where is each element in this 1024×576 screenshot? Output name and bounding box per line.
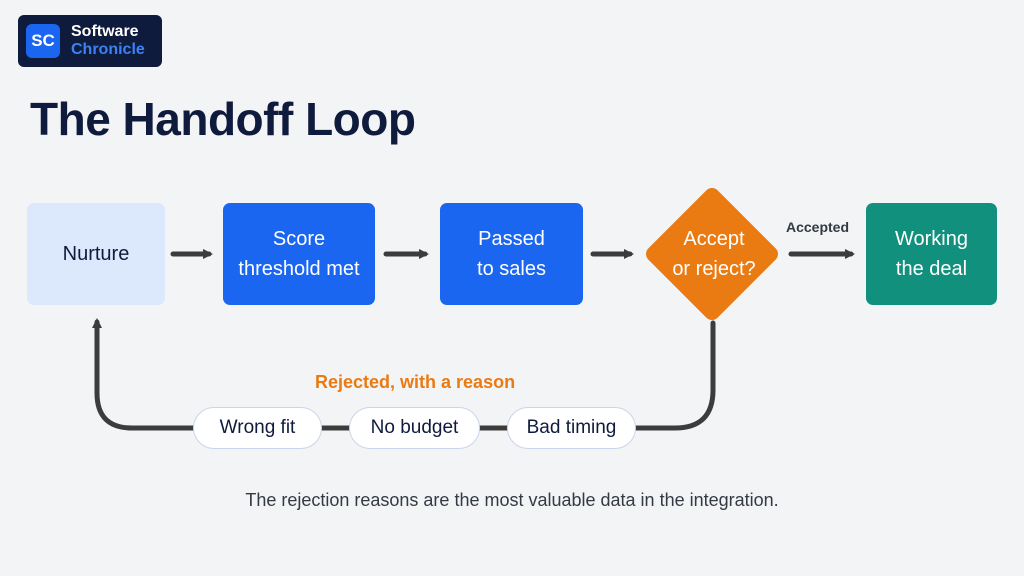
logo-text-software: Software — [71, 23, 139, 40]
node-decision-label: Accept or reject? — [672, 228, 756, 280]
reason-pill-bad-timing: Bad timing — [507, 407, 636, 449]
edge-label-accepted: Accepted — [786, 219, 850, 235]
edge-label-rejected: Rejected, with a reason — [315, 372, 516, 392]
footnote: The rejection reasons are the most valua… — [245, 490, 779, 510]
node-working-the-deal: Working the deal — [866, 203, 997, 305]
decision-diamond — [646, 188, 778, 320]
logo-mark: SC — [26, 24, 60, 58]
reason-pill-no-budget: No budget — [349, 407, 480, 449]
node-score-threshold: Score threshold met — [223, 203, 375, 305]
rejection-loop-path — [92, 318, 716, 431]
page-title: The Handoff Loop — [30, 93, 416, 145]
logo-text-chronicle: Chronicle — [71, 41, 145, 58]
reason-pill-wrong-fit: Wrong fit — [193, 407, 322, 449]
brand-logo: SC Software Chronicle — [18, 15, 162, 67]
node-passed-to-sales: Passed to sales — [440, 203, 583, 305]
node-nurture: Nurture — [27, 203, 165, 305]
